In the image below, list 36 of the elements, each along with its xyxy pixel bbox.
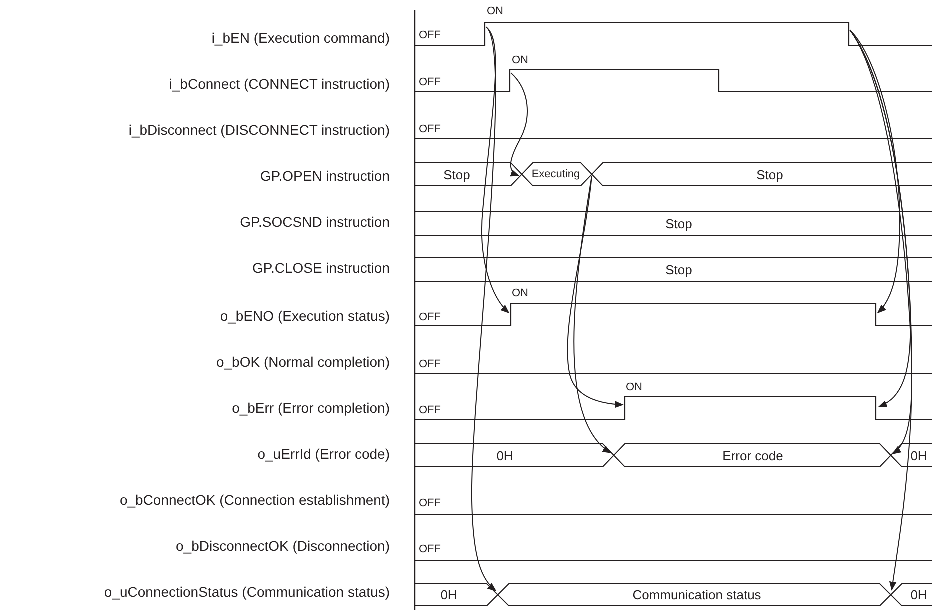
signal-name: i_bEN (Execution command) [212, 31, 390, 45]
signal-name: o_uErrId (Error code) [258, 447, 390, 461]
level-label: OFF [419, 312, 441, 324]
level-label: OFF [419, 30, 441, 42]
signal-name: o_bENO (Execution status) [220, 309, 390, 323]
state-label: 0H [910, 588, 928, 602]
state-label: Stop [444, 168, 470, 182]
level-label: OFF [419, 124, 441, 136]
level-label: ON [487, 6, 504, 18]
level-label: OFF [419, 498, 441, 510]
signal-name: o_uConnectionStatus (Communication status) [104, 585, 390, 599]
state-label: 0H [910, 450, 928, 462]
signal-name: GP.OPEN instruction [260, 169, 390, 183]
state-label: Communication status [632, 588, 762, 602]
level-label: ON [626, 382, 642, 394]
state-label: 0H [440, 588, 458, 602]
level-label: ON [512, 288, 528, 300]
signal-name: i_bConnect (CONNECT instruction) [169, 77, 390, 91]
signal-name: o_bOK (Normal completion) [216, 355, 390, 369]
state-label: Error code [722, 450, 784, 462]
signal-name: o_bDisconnectOK (Disconnection) [176, 539, 390, 553]
signal-name: o_bConnectOK (Connection establishment) [120, 493, 390, 507]
signal-name: GP.CLOSE instruction [252, 261, 390, 275]
level-label: OFF [419, 544, 441, 556]
signal-name: i_bDisconnect (DISCONNECT instruction) [128, 123, 390, 137]
level-label: OFF [419, 78, 441, 88]
state-label: 0H [496, 450, 514, 462]
level-label: ON [512, 56, 528, 66]
state-label: Stop [756, 168, 784, 182]
signal-name: o_bErr (Error completion) [232, 401, 390, 415]
state-label: Executing [532, 170, 580, 180]
state-label: Stop [666, 218, 692, 230]
level-label: OFF [419, 360, 441, 370]
level-label: OFF [419, 406, 441, 416]
signal-name: GP.SOCSND instruction [240, 215, 390, 229]
state-label: Stop [666, 264, 692, 276]
